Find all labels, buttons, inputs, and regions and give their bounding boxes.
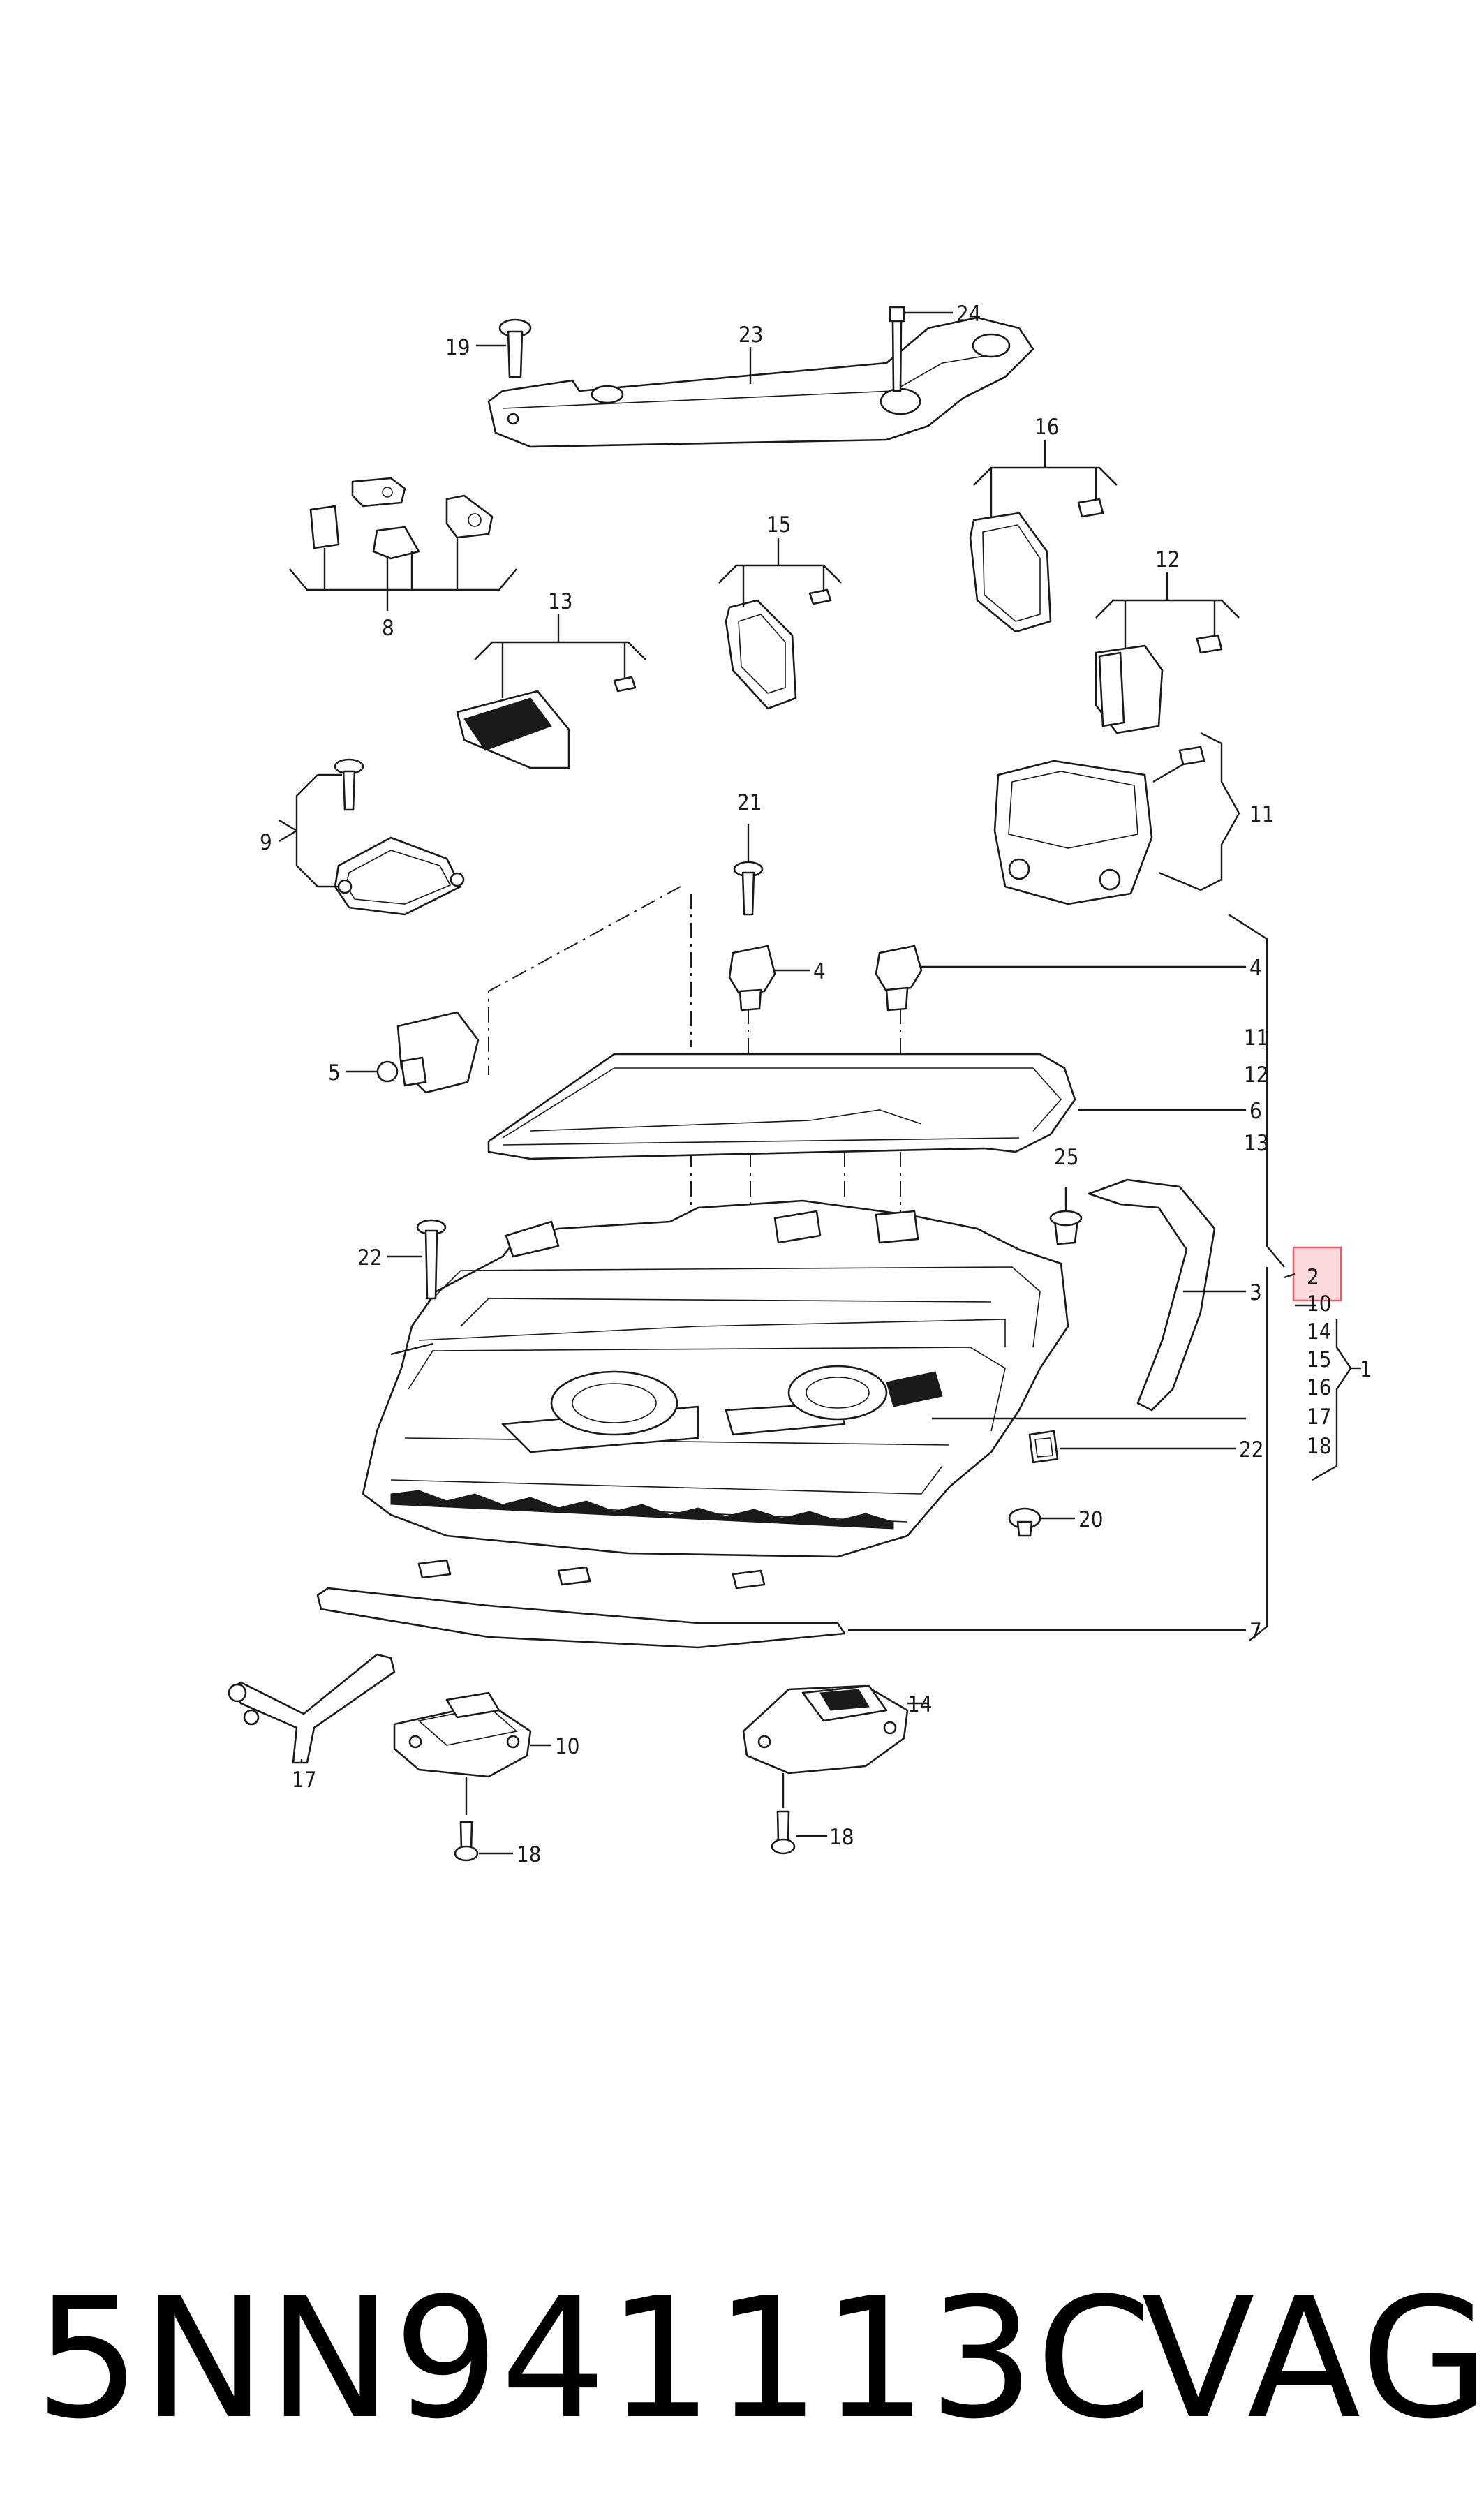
callout-20: 20: [1078, 1507, 1103, 1532]
callout-11-list: 11: [1244, 1025, 1268, 1051]
module-12: [1095, 634, 1223, 734]
cable-17: [228, 1653, 396, 1764]
cover-15: [725, 588, 832, 710]
callout-17: 17: [292, 1768, 316, 1793]
screw-18-left: [454, 1821, 479, 1862]
callout-16: 16: [1034, 415, 1059, 440]
callout-1: 1: [1360, 1357, 1372, 1382]
callout-14-list: 14: [1307, 1319, 1331, 1345]
callout-17-list: 17: [1307, 1405, 1331, 1430]
control-unit-11: [993, 746, 1205, 905]
callout-18-left: 18: [517, 1842, 541, 1867]
callout-21: 21: [737, 790, 762, 815]
screw-20: [1008, 1507, 1041, 1537]
callout-9: 9: [260, 830, 272, 855]
cover-16: [969, 498, 1104, 633]
callout-22-left: 22: [357, 1245, 382, 1271]
connector-4-right: [875, 945, 923, 1012]
highlight-box-2: [1292, 1246, 1342, 1302]
callout-13-list: 13: [1244, 1131, 1268, 1156]
callout-22-right: 22: [1239, 1437, 1263, 1462]
callout-23: 23: [739, 323, 763, 348]
screw-22-left: [416, 1219, 447, 1300]
callout-14: 14: [907, 1692, 932, 1717]
callout-25: 25: [1054, 1145, 1078, 1170]
callout-15: 15: [766, 512, 791, 538]
servo-motor-5: [376, 1011, 480, 1094]
callout-5: 5: [328, 1060, 341, 1086]
control-unit-14: [742, 1684, 909, 1775]
callout-3: 3: [1249, 1280, 1262, 1305]
trim-strip-7: [316, 1587, 846, 1649]
brand-label: VAG: [1141, 2263, 1484, 2456]
screw-18-right: [771, 1810, 796, 1855]
callout-18-right: 18: [829, 1825, 854, 1850]
callout-11: 11: [1249, 802, 1274, 827]
control-unit-13: [456, 676, 637, 769]
plug-25: [1049, 1210, 1083, 1245]
callout-6: 6: [1249, 1099, 1262, 1124]
callout-15-list: 15: [1307, 1347, 1331, 1372]
connector-4-left: [728, 945, 776, 1012]
callout-24: 24: [956, 302, 981, 327]
callout-7: 7: [1249, 1619, 1262, 1644]
callout-12: 12: [1155, 547, 1180, 572]
housing-upper-6: [487, 1053, 1076, 1160]
callout-2: 2: [1307, 1265, 1319, 1290]
screw-21: [733, 861, 764, 916]
screw-24: [889, 306, 905, 392]
callout-10: 10: [555, 1734, 579, 1759]
nut-22-right: [1028, 1430, 1059, 1464]
gasket-9: [334, 758, 465, 916]
callout-13: 13: [548, 589, 572, 614]
callout-12-list: 12: [1244, 1062, 1268, 1088]
callout-10-list: 10: [1307, 1291, 1331, 1317]
callout-4-left: 4: [813, 959, 826, 984]
part-number-label: 5NN941113C: [35, 2263, 1154, 2456]
headlight-housing: [362, 1199, 1069, 1590]
headlight-exploded-diagram: 19 24 23 8 15 16 13: [228, 302, 1372, 1867]
callout-4-right: 4: [1249, 956, 1262, 981]
clips-8: [309, 477, 494, 560]
seal-3: [1088, 1178, 1216, 1412]
callout-18-list: 18: [1307, 1434, 1331, 1459]
mounting-bracket-23: [487, 316, 1034, 448]
callout-8: 8: [382, 616, 394, 641]
callout-16-list: 16: [1307, 1375, 1331, 1400]
screw-19: [498, 318, 532, 378]
control-unit-10: [393, 1691, 532, 1778]
part-number-footer: 5NN941113C VAG: [35, 2244, 1484, 2475]
callout-19: 19: [445, 335, 470, 360]
